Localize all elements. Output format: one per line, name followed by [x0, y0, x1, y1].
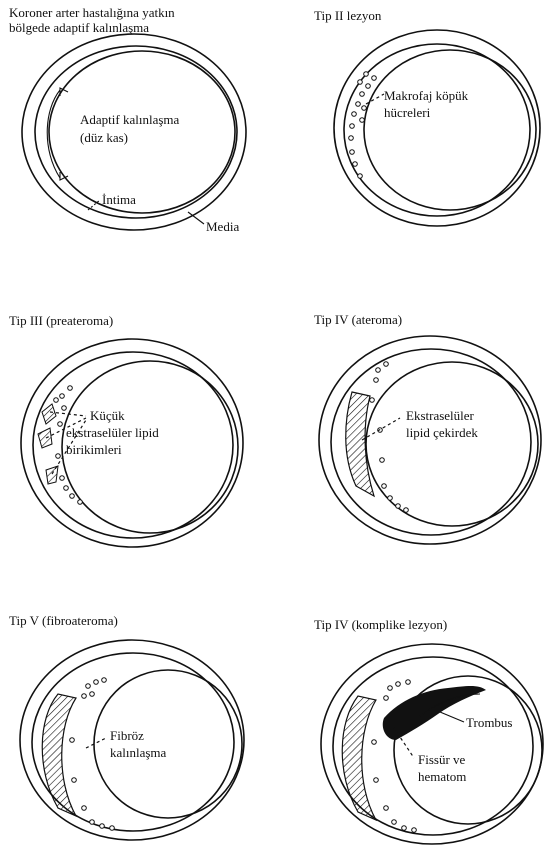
panel-5-lumen [94, 670, 242, 818]
panel-3-lipid-pool-3 [46, 466, 58, 484]
panel-2-label-line-1: Makrofaj köpük [384, 88, 468, 104]
panel-4-label-line-2: lipid çekirdek [406, 425, 478, 441]
panel-3-vessel [21, 339, 243, 547]
panel-6-label-trombus: Trombus [466, 715, 512, 731]
panel-3-label-line-1: Küçük [90, 408, 125, 424]
panel-3-lipid-pool-1 [42, 404, 56, 424]
panel-3-label-line-3: birikimleri [66, 442, 122, 458]
panel-5-pointer [86, 738, 106, 748]
panel-4-label-line-1: Ekstraselüler [406, 408, 474, 424]
panel-6-label-line-2: hematom [418, 769, 466, 785]
panel-2-label-line-2: hücreleri [384, 105, 430, 121]
panel-2-media-line [344, 44, 530, 216]
panel-5-lipid-core [42, 694, 76, 816]
panel-4-lipid-core [346, 392, 374, 496]
panel-3-outer-wall [21, 339, 243, 547]
panel-3-lipid-pool-2 [38, 428, 52, 448]
panel-1-label-intima: İntima [102, 192, 136, 208]
panel-6-label-line-1: Fissür ve [418, 752, 465, 768]
panel-1-label-media: Media [206, 219, 239, 235]
panel-2-vessel [334, 30, 540, 226]
panel-2-outer-wall [334, 30, 540, 226]
panel-4-foam-cells [370, 362, 409, 513]
panel-2-lumen [364, 50, 536, 210]
panel-1-label-smooth-muscle: (düz kas) [80, 130, 128, 146]
panel-6-trombus-pointer [440, 712, 464, 722]
panel-1-label-thickening: Adaptif kalınlaşma [80, 112, 179, 128]
panel-6-lipid-core [342, 696, 376, 820]
panel-1-media-line [35, 46, 237, 218]
panel-5-label-line-1: Fibröz [110, 728, 144, 744]
panel-3-label-line-2: ekstraselüler lipid [66, 425, 159, 441]
panel-3-media-line [33, 352, 233, 538]
panel-5-label-line-2: kalınlaşma [110, 745, 166, 761]
panel-6-vessel [321, 644, 543, 844]
panel-1-intima-line [49, 51, 235, 213]
